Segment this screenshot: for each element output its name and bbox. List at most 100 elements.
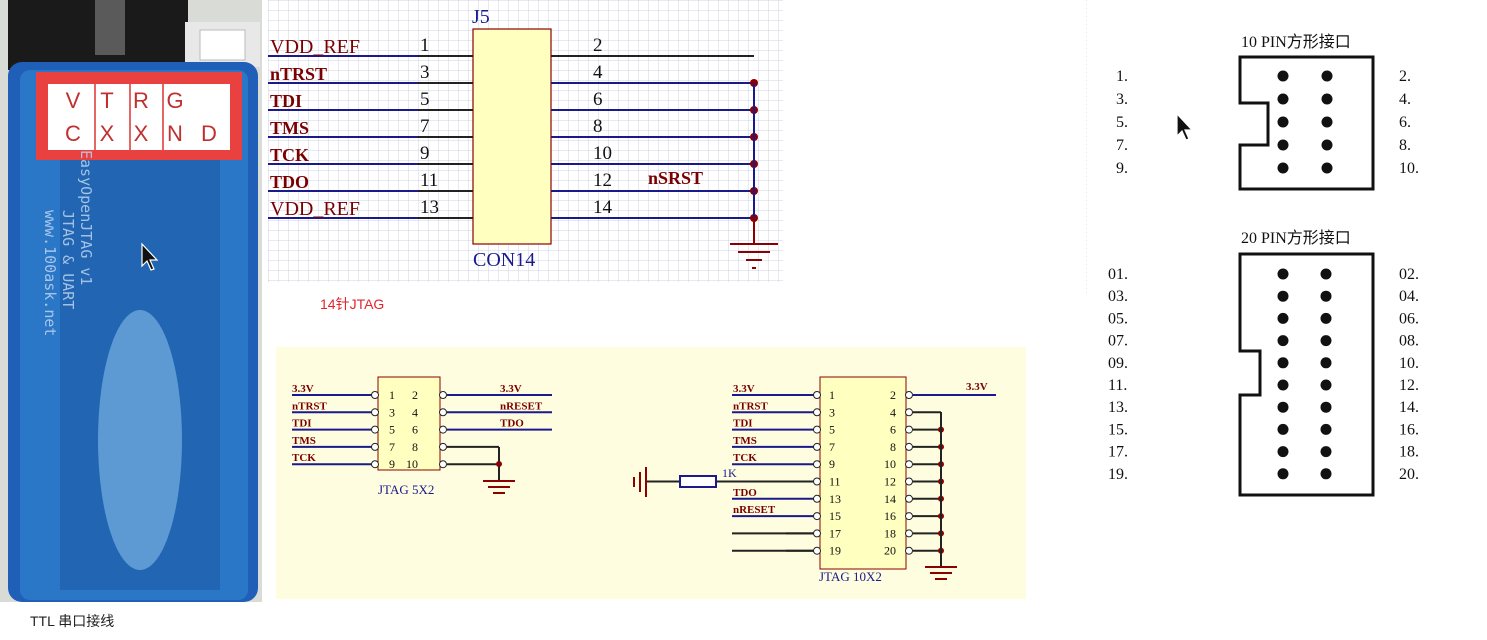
- pin20-dot: [1277, 290, 1289, 302]
- pin10-dot: [1277, 116, 1289, 128]
- j5-body: [472, 28, 552, 245]
- pin20-right-9: 20.: [1399, 466, 1419, 483]
- pin20-dot: [1277, 423, 1289, 435]
- pin-left-0: 1: [420, 35, 430, 56]
- pin-right-3: 8: [593, 116, 603, 137]
- s10-right-pin-0: 2: [890, 388, 896, 402]
- pin20-left-9: 19.: [1108, 466, 1128, 483]
- s5-left-pin-1: 3: [389, 405, 395, 419]
- pin10-right-1: 4.: [1399, 91, 1411, 108]
- pin10-left-0: 1.: [1116, 68, 1128, 85]
- sticker-r: R: [133, 88, 149, 113]
- s5-left-sig-4: TCK: [292, 452, 316, 464]
- pin20-dot: [1277, 401, 1289, 413]
- pin20-dot: [1320, 290, 1332, 302]
- s10-left-pin-9: 19: [829, 544, 841, 558]
- s10-left-sig-4: TCK: [733, 452, 757, 464]
- jtag10x2-name: JTAG 10X2: [819, 569, 882, 584]
- pin10-left-1: 3.: [1116, 91, 1128, 108]
- sticker-x2: X: [133, 121, 149, 146]
- pin10-dot: [1277, 162, 1289, 174]
- pin10-right-2: 6.: [1399, 114, 1411, 131]
- pin20-right-4: 10.: [1399, 355, 1419, 372]
- pin-right-5: 12: [593, 170, 612, 191]
- jtag5x2-name: JTAG 5X2: [378, 482, 434, 497]
- pinout-diagrams: 10 PIN方形接口 20 PIN方形接口 1.2.3.4.5.6.7.8.9.…: [1085, 0, 1486, 510]
- pin20-right-2: 06.: [1399, 310, 1419, 327]
- s10-right-sig: 3.3V: [966, 381, 988, 393]
- pin20-dot: [1320, 423, 1332, 435]
- mouse-cursor-icon: [140, 242, 160, 272]
- resistor-value: 1K: [722, 466, 737, 480]
- s5-right-pin-4: 10: [406, 457, 418, 471]
- s10-left-pin-2: 5: [829, 423, 835, 437]
- s5-left-pin-2: 5: [389, 423, 395, 437]
- pin10-dot: [1321, 162, 1333, 174]
- pin20-right-6: 14.: [1399, 399, 1419, 416]
- pin20-dot: [1277, 312, 1289, 324]
- pin20-left-2: 05.: [1108, 310, 1128, 327]
- pin20-left-1: 03.: [1108, 288, 1128, 305]
- pin20-left-7: 15.: [1108, 421, 1128, 438]
- mouse-cursor-icon-2: [1175, 112, 1195, 142]
- signal-left-1: nTRST: [270, 64, 327, 84]
- pin10-dot: [1321, 139, 1333, 151]
- s10-right-pin-3: 8: [890, 440, 896, 454]
- pin20-left-5: 11.: [1108, 377, 1127, 394]
- s10-left-pin-8: 17: [829, 526, 841, 540]
- sticker-g: G: [166, 88, 184, 113]
- pin20-dot: [1320, 379, 1332, 391]
- pin10-left-4: 9.: [1116, 160, 1128, 177]
- pin10-dot: [1321, 70, 1333, 82]
- sticker-d: D: [201, 121, 217, 146]
- s5-right-sig-2: TDO: [500, 418, 524, 430]
- pin-right-6: 14: [593, 197, 613, 218]
- pin10-dot: [1277, 139, 1289, 151]
- sticker-c1: C: [65, 121, 81, 146]
- case-text-3: www.100ask.net: [41, 210, 59, 337]
- s10-right-pin-9: 20: [884, 544, 896, 558]
- s5-left-sig-1: nTRST: [292, 400, 328, 412]
- case-text-1: EasyOpenJTAG v1: [77, 150, 95, 286]
- s5-right-pin-2: 6: [412, 423, 418, 437]
- sticker-labels: V T R G C X X N D: [56, 84, 236, 150]
- signal-nsrst: nSRST: [648, 168, 703, 188]
- sticker-x1: X: [99, 121, 115, 146]
- pin10-dot: [1277, 93, 1289, 105]
- pin20-dot: [1320, 401, 1332, 413]
- s10-left-pin-6: 13: [829, 492, 841, 506]
- s10-right-pin-4: 10: [884, 457, 896, 471]
- s10-left-pin-0: 1: [829, 388, 835, 402]
- s10-left-sig-0: 3.3V: [733, 383, 755, 395]
- s5-right-pin-3: 8: [412, 440, 418, 454]
- pin20-right-8: 18.: [1399, 444, 1419, 461]
- pin20-dot: [1277, 379, 1289, 391]
- pin20-dot: [1277, 468, 1289, 480]
- photo-caption: TTL 串口接线: [30, 613, 115, 629]
- s10-right-pin-6: 14: [884, 492, 896, 506]
- s10-left-pin-3: 7: [829, 440, 835, 454]
- pin-right-2: 6: [593, 89, 603, 110]
- pin10-left-2: 5.: [1116, 114, 1128, 131]
- s10-left-pin-7: 15: [829, 509, 841, 523]
- s10-left-sig-1: nTRST: [733, 400, 769, 412]
- s5-left-pin-4: 9: [389, 457, 395, 471]
- pin20-left-6: 13.: [1108, 399, 1128, 416]
- jtag-dongle-photo: V T R G C X X N D EasyOpenJTAG v1 JTAG &…: [0, 0, 262, 602]
- pin20-right-1: 04.: [1399, 288, 1419, 305]
- pin20-dot: [1320, 357, 1332, 369]
- sticker-v: V: [65, 88, 81, 113]
- signal-left-5: TDO: [270, 172, 309, 192]
- s10-right-pin-8: 18: [884, 526, 896, 540]
- pin-left-5: 11: [420, 170, 438, 191]
- s5-left-sig-3: TMS: [292, 435, 316, 447]
- pin20-dot: [1320, 335, 1332, 347]
- s5-right-sig-0: 3.3V: [500, 383, 522, 395]
- pin10-dot: [1321, 93, 1333, 105]
- s10-left-sig-2: TDI: [733, 418, 753, 430]
- pin-left-6: 13: [420, 197, 439, 218]
- s10-left-sig-3: TMS: [733, 435, 757, 447]
- pin20-dot: [1320, 268, 1332, 280]
- pin10-left-3: 7.: [1116, 137, 1128, 154]
